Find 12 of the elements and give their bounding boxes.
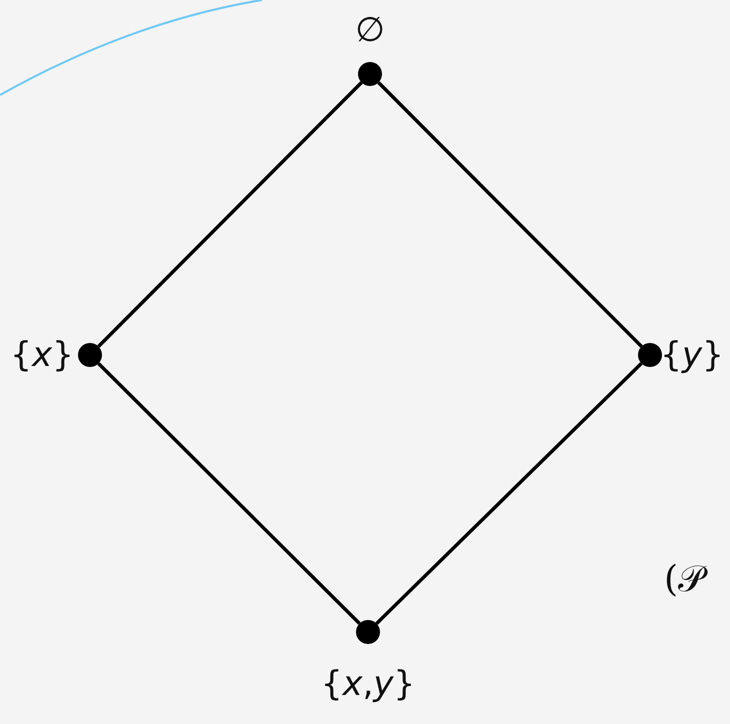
connector-line	[97, 81, 363, 348]
connector-line	[377, 81, 643, 348]
connector-line	[97, 362, 361, 625]
vertex-label: {x}	[10, 338, 74, 372]
vertex-label: ∅	[355, 13, 385, 47]
connector-line	[375, 362, 643, 625]
vertex-label: {y}	[660, 338, 724, 372]
vertex-dot	[78, 343, 102, 367]
vertex-dot	[638, 343, 662, 367]
vertex-dot	[358, 62, 382, 86]
vertex-label: {x,y}	[320, 667, 416, 701]
vertex-dot	[356, 620, 380, 644]
